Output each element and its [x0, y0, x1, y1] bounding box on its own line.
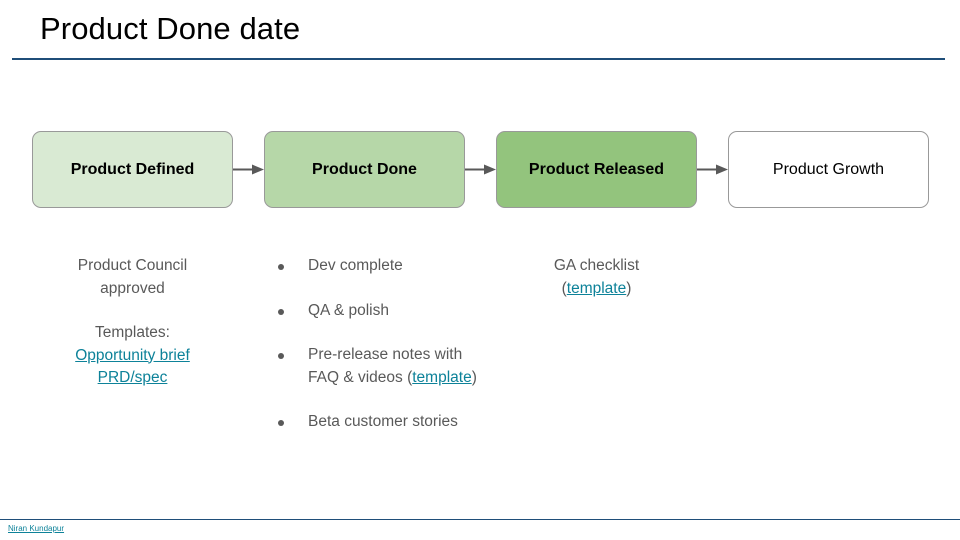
- product-council-line1: Product Council: [77, 257, 188, 274]
- list-item-text: Dev complete: [308, 257, 403, 274]
- product-council-line2: approved: [100, 279, 165, 297]
- paren-open: (: [561, 279, 567, 297]
- link-prd-spec[interactable]: PRD/spec: [97, 369, 168, 386]
- footer-credit-link[interactable]: Niran Kundapur: [8, 524, 65, 533]
- flow-arrow-icon: [465, 164, 496, 175]
- list-item: QA & polish: [264, 300, 479, 323]
- ga-checklist-label: GA checklist: [553, 257, 640, 274]
- bullet-dot-icon: [278, 420, 284, 426]
- link-opportunity-brief[interactable]: Opportunity brief: [75, 346, 190, 364]
- flow-stage-label: Product Done: [312, 160, 417, 178]
- flow-arrow-icon: [697, 164, 728, 175]
- spacer: [32, 300, 233, 322]
- paren-close: ): [626, 279, 632, 297]
- flow-stage-label: Product Growth: [772, 160, 885, 178]
- details-product-defined: Product Council approved Templates: Oppo…: [32, 255, 233, 390]
- flow-stage-product-released[interactable]: Product Released: [496, 131, 697, 208]
- page-title: Product Done date: [40, 11, 301, 46]
- ga-checklist-link-row: (template): [496, 278, 697, 301]
- bullet-dot-icon: [278, 264, 284, 270]
- flow-stage-product-growth[interactable]: Product Growth: [728, 131, 929, 208]
- flow-stage-label: Product Released: [528, 160, 665, 178]
- link-row-prd-spec: PRD/spec: [32, 367, 233, 390]
- flow-arrow-icon: [233, 164, 264, 175]
- details-product-done: Dev complete QA & polish Pre-release not…: [264, 255, 479, 434]
- title-divider: [12, 58, 945, 60]
- link-prerelease-template[interactable]: template: [412, 368, 472, 386]
- list-item: Dev complete: [264, 255, 479, 278]
- bullet-dot-icon: [278, 353, 284, 359]
- list-item-text: Pre-release notes with FAQ & videos (: [308, 346, 463, 386]
- link-row-opportunity-brief: Opportunity brief: [32, 345, 233, 368]
- flow-stage-product-done[interactable]: Product Done: [264, 131, 465, 208]
- templates-label: Templates:: [95, 324, 170, 341]
- flow-stage-label: Product Defined: [70, 160, 195, 178]
- list-item-text: Beta customer stories: [308, 413, 458, 430]
- footer-divider: [0, 519, 960, 520]
- flow-stage-product-defined[interactable]: Product Defined: [32, 131, 233, 208]
- bullet-dot-icon: [278, 308, 284, 315]
- list-item: Beta customer stories: [264, 411, 479, 434]
- list-item: Pre-release notes with FAQ & videos (tem…: [264, 344, 479, 389]
- bullet-list: Dev complete QA & polish Pre-release not…: [264, 255, 479, 434]
- list-item-text: QA & polish: [308, 301, 389, 319]
- link-ga-checklist-template[interactable]: template: [566, 279, 627, 297]
- list-item-text-after: ): [471, 368, 477, 386]
- details-product-released: GA checklist (template): [496, 255, 697, 300]
